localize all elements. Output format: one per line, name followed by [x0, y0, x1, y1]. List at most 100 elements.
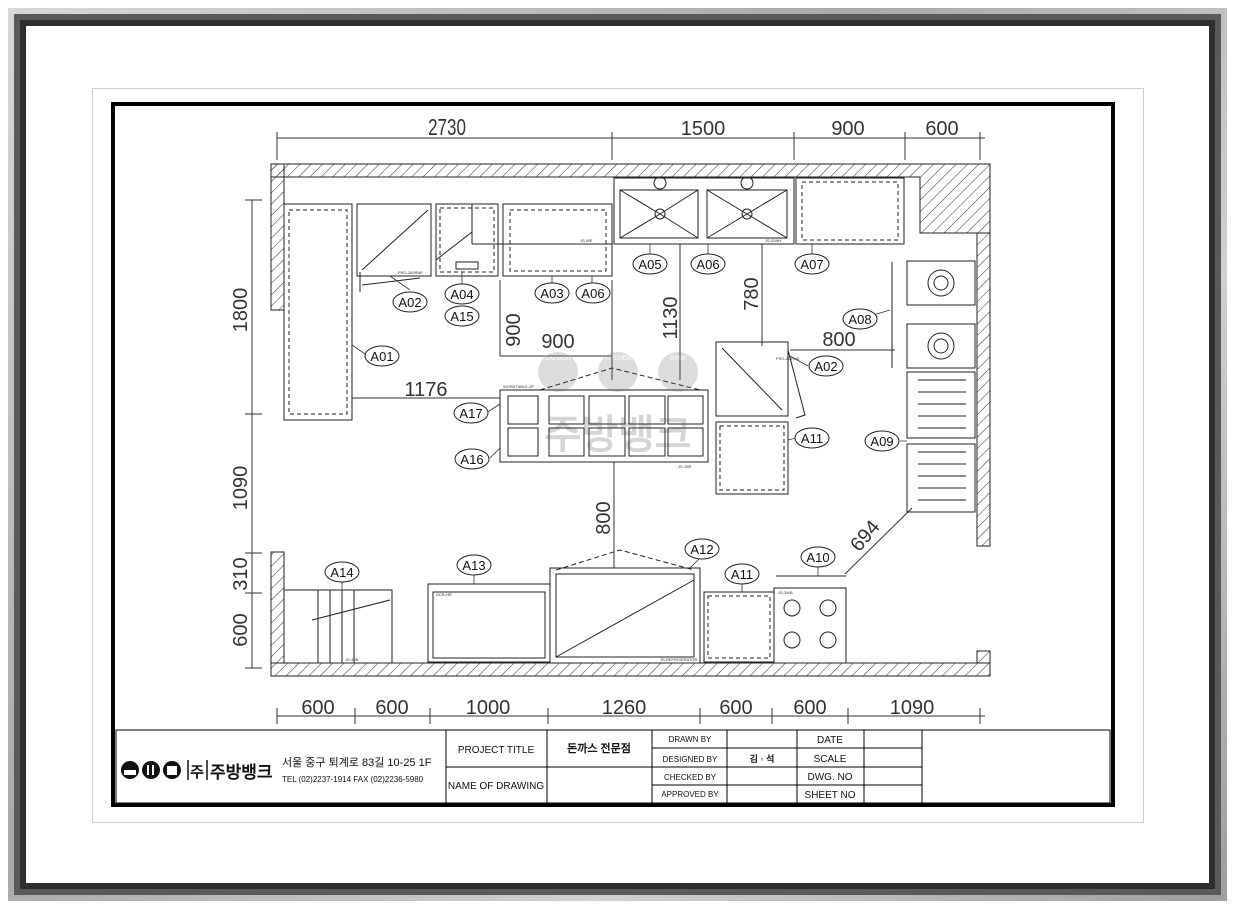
dim-left-2: 1090 [230, 466, 252, 511]
company-name: 주방뱅크 [210, 763, 273, 782]
label-a16: A16 [454, 448, 490, 470]
code-js-we: JS-WE [580, 238, 593, 243]
label-a17: A17 [453, 402, 489, 424]
code-js-15r: JS-15R [678, 464, 691, 469]
code-js-3wb: JS-3WB [778, 590, 793, 595]
code-frg: FRG-300RNE [398, 270, 423, 275]
svg-text:A14: A14 [330, 565, 353, 580]
dim-bottom-6: 600 [793, 697, 826, 719]
dim-bottom-5: 600 [719, 697, 752, 719]
date-label: DATE [817, 735, 843, 746]
svg-text:A06: A06 [581, 286, 604, 301]
svg-text:A11: A11 [731, 567, 753, 582]
label-a12: A12 [684, 538, 720, 560]
dim-bottom-4: 1260 [602, 697, 647, 719]
table-a03 [502, 203, 613, 277]
dim-left-4: 600 [230, 613, 252, 646]
dim-800-v: 800 [593, 501, 615, 534]
code-worktable: WORKTABLE-2P [503, 384, 534, 389]
svg-text:A15: A15 [450, 309, 473, 324]
dim-1130: 1130 [660, 296, 682, 339]
burner-a08-2 [906, 323, 976, 369]
sink-a05 [613, 177, 795, 245]
equipment-codes: FRG-300RNE JS-WE JS-20NH WORKTABLE-2P JS… [345, 238, 800, 662]
svg-text:A05: A05 [638, 257, 661, 272]
checked-by-label: CHECKED BY [664, 773, 717, 782]
approved-by-label: APPROVED BY [661, 790, 719, 799]
stair-a14 [283, 589, 393, 664]
walls [270, 163, 991, 677]
label-a06: A06 [575, 282, 611, 304]
dim-top-4: 600 [925, 118, 958, 140]
scale-label: SCALE [814, 754, 847, 765]
svg-text:A08: A08 [848, 312, 871, 327]
designed-by-value: 김 ◦ 석 [750, 753, 775, 764]
dim-top-2: 1500 [681, 118, 726, 140]
drawing-border [111, 102, 1115, 807]
watermark-korean: 주방뱅크 [544, 413, 691, 457]
table-a11 [715, 421, 789, 495]
label-a06-sink: A06 [690, 253, 726, 275]
label-a02-right: A02 [808, 355, 844, 377]
svg-text:A17: A17 [459, 406, 482, 421]
dimension-text: 2730 1500 900 600 600 600 1000 1260 600 … [301, 116, 958, 719]
watermark-kitchen: KITCHEN [605, 356, 631, 362]
label-a08: A08 [842, 308, 878, 330]
svg-text:A02: A02 [398, 295, 421, 310]
table-a11-bottom [703, 591, 775, 663]
code-js-30b: JS-30B [345, 657, 358, 662]
code-frg-2: FRG-2GRNE [776, 356, 800, 361]
worktable-a16-a17 [499, 389, 709, 463]
title-block-text: 주 주방뱅크 서울 중구 퇴계로 83길 10-25 1F TEL (02)22… [190, 735, 856, 801]
company-address: 서울 중구 퇴계로 83길 10-25 1F [282, 756, 432, 769]
title-block [115, 729, 1111, 804]
dim-694: 694 [846, 516, 884, 556]
svg-text:A10: A10 [806, 550, 829, 565]
svg-text:A01: A01 [370, 349, 393, 364]
refrigerator-a12 [549, 567, 701, 664]
company-logo [121, 760, 208, 780]
label-a02: A02 [392, 291, 428, 313]
svg-text:A02: A02 [814, 359, 837, 374]
svg-text:A16: A16 [460, 452, 483, 467]
label-a13: A13 [456, 554, 492, 576]
label-a03: A03 [534, 282, 570, 304]
watermark-daewon: DAEWON [545, 356, 572, 362]
label-a09: A09 [864, 430, 900, 452]
svg-text:A06: A06 [696, 257, 719, 272]
fridge-a02-right [715, 341, 789, 417]
rack-a09-2 [906, 443, 976, 513]
code-js-20nh: JS-20NH [765, 238, 781, 243]
table-a01 [283, 203, 353, 421]
project-title: 돈까스 전문점 [567, 741, 631, 755]
dim-900-v: 900 [503, 313, 525, 346]
svg-text:A09: A09 [870, 434, 893, 449]
label-a01: A01 [364, 345, 400, 367]
watermark-bank: BANK [670, 356, 686, 362]
rack-a09-1 [906, 371, 976, 439]
fridge-a02 [356, 203, 432, 277]
sheet-no-label: SHEET NO [805, 790, 856, 801]
svg-text:A12: A12 [690, 542, 713, 557]
burner-a08-1 [906, 260, 976, 306]
label-a04: A04 [444, 283, 480, 305]
dim-top-1: 2730 [428, 116, 466, 141]
label-a05: A05 [632, 253, 668, 275]
dim-800-h: 800 [822, 329, 855, 351]
name-of-drawing-label: NAME OF DRAWING [448, 781, 545, 792]
label-a14: A14 [324, 561, 360, 583]
label-a11: A11 [794, 427, 830, 449]
dim-bottom-7: 1090 [890, 697, 935, 719]
dim-left-1: 1800 [230, 288, 252, 333]
equipment [283, 176, 976, 664]
dim-1176: 1176 [404, 379, 447, 401]
dim-top-3: 900 [831, 118, 864, 140]
table-a07 [795, 177, 905, 245]
label-a15: A15 [444, 305, 480, 327]
svg-text:A13: A13 [462, 558, 485, 573]
dwg-no-label: DWG. NO [808, 772, 853, 783]
dim-900-h: 900 [541, 331, 574, 353]
watermark: DAEWON KITCHEN BANK 주방뱅크 [538, 352, 698, 457]
drawn-by-label: DRAWN BY [669, 735, 712, 744]
project-title-label: PROJECT TITLE [458, 745, 535, 756]
